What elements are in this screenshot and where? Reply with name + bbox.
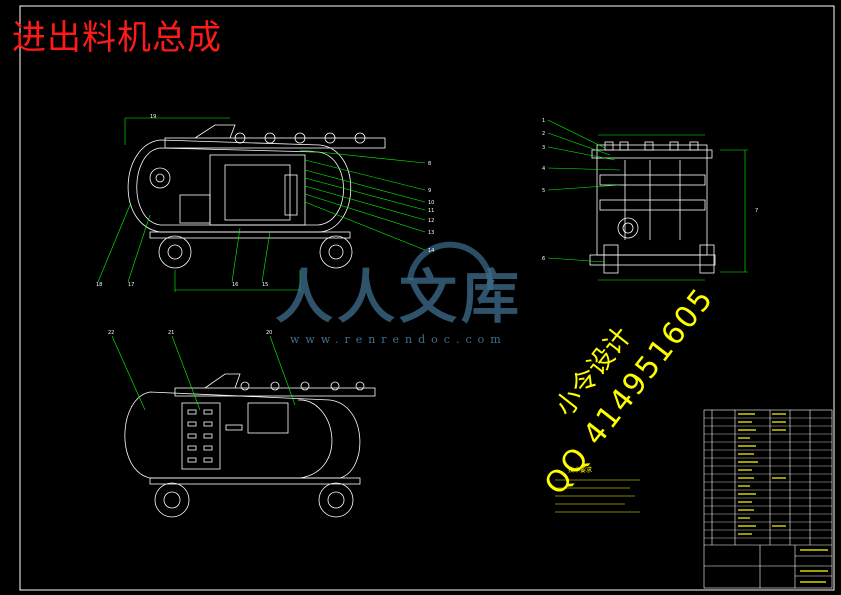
callout-number: 22 [108, 330, 114, 336]
callout-number: 3 [542, 145, 545, 151]
side-view-dimensions [547, 119, 748, 281]
parts-list-rows [704, 417, 832, 539]
callout-number: 11 [428, 208, 434, 214]
callout-number: 1 [542, 118, 545, 124]
callout-number: 14 [428, 248, 434, 254]
side-view [589, 141, 716, 274]
callout-number: 2 [542, 131, 545, 137]
front-view [127, 124, 386, 269]
callout-number: 10 [428, 200, 434, 206]
callout-number: 6 [542, 256, 545, 262]
callout-number: 5 [542, 188, 545, 194]
watermark-name: 人人文库 [275, 263, 524, 331]
drawing-frame [19, 5, 835, 591]
callout-number: 18 [96, 282, 102, 288]
callout-number: 9 [428, 188, 431, 194]
callout-number: 13 [428, 230, 434, 236]
callout-number: 20 [266, 330, 272, 336]
callout-number: 16 [232, 282, 238, 288]
callout-number: 8 [428, 161, 431, 167]
callout-number: 12 [428, 218, 434, 224]
callout-number: 17 [128, 282, 134, 288]
drawing-title: 进出料机总成 [12, 18, 222, 58]
technical-requirements-title: 技术要求 [568, 467, 593, 474]
callout-number: 19 [150, 114, 156, 120]
watermark-url: www.renrendoc.com [290, 333, 507, 346]
bottom-view-dimensions [111, 335, 296, 411]
front-view-dimensions [97, 117, 426, 292]
parts-list-entries [738, 413, 828, 583]
bottom-view [124, 373, 376, 518]
technical-notes [555, 479, 640, 513]
callout-number: 21 [168, 330, 174, 336]
title-block [703, 409, 833, 589]
watermark-logo [407, 241, 494, 291]
callout-number: 7 [755, 208, 758, 214]
callout-number: 15 [262, 282, 268, 288]
callout-number: 4 [542, 166, 545, 172]
